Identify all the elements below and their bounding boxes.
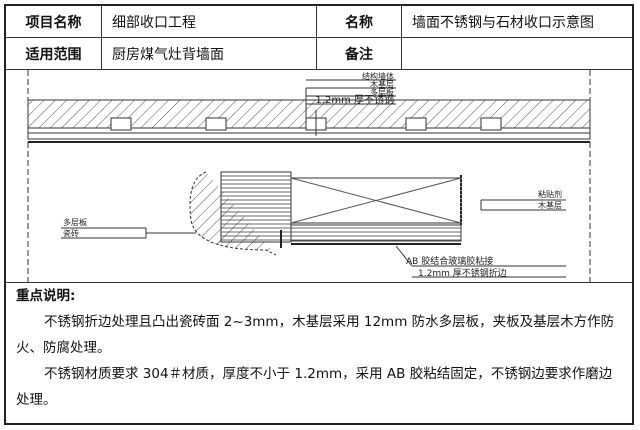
label-structural-wall: 结构墙体 xyxy=(362,71,394,81)
label-plywood: 多层板 xyxy=(370,87,394,97)
note-paragraph-1: 不锈钢折边处理且凸出瓷砖面 2~3mm，木基层采用 12mm 防水多层板，夹板及… xyxy=(16,314,615,356)
scope-label: 适用范围 xyxy=(6,38,102,70)
name-value: 墙面不锈钢与石材收口示意图 xyxy=(402,6,632,38)
scope-value: 厨房煤气灶背墙面 xyxy=(102,38,317,70)
project-name-label: 项目名称 xyxy=(6,6,102,38)
label-ab-glue: AB 胶结合玻璃胶粘接 xyxy=(406,255,493,267)
label-wood-base: 木基层 xyxy=(370,79,394,89)
name-label: 名称 xyxy=(317,6,402,38)
label-plywood-left: 多层板 xyxy=(63,217,87,227)
label-adhesive: 粘贴剂 xyxy=(538,189,562,199)
label-stainless-fold: 1.2mm 厚不锈钢折边 xyxy=(418,267,507,279)
note-paragraph-2: 不锈钢材质要求 304＃材质，厚度不小于 1.2mm，采用 AB 胶粘结固定，不… xyxy=(16,366,613,408)
section-drawing: 结构墙体 木基层 多层板 1.2mm 厚不锈钢 粘贴剂 木基层 AB 胶结合玻璃… xyxy=(6,70,632,283)
remark-label: 备注 xyxy=(317,38,402,70)
label-tile: 瓷砖 xyxy=(63,228,79,238)
label-wood-base-right: 木基层 xyxy=(538,200,562,210)
project-name-value: 细部收口工程 xyxy=(102,6,317,38)
label-stainless-steel: 1.2mm 厚不锈钢 xyxy=(315,93,394,106)
remark-value xyxy=(402,38,632,70)
notes-title: 重点说明: xyxy=(16,288,76,304)
detail-table: 项目名称 细部收口工程 名称 墙面不锈钢与石材收口示意图 适用范围 厨房煤气灶背… xyxy=(4,4,634,425)
top-callouts: 结构墙体 木基层 多层板 1.2mm 厚不锈钢 xyxy=(306,71,396,106)
key-notes: 重点说明: 不锈钢折边处理且凸出瓷砖面 2~3mm，木基层采用 12mm 防水多… xyxy=(6,283,632,413)
